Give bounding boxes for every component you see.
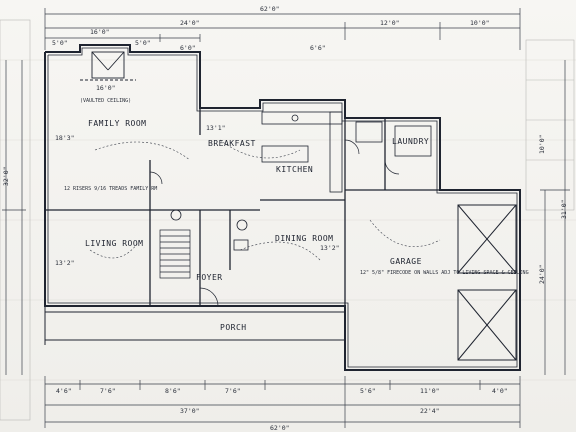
laundry-label: LAUNDRY	[392, 137, 429, 146]
dim-top-sub-4: 6'0"	[180, 44, 196, 52]
dim-bottom-garage: 22'4"	[420, 407, 440, 415]
garage-doors	[457, 204, 517, 361]
porch	[44, 306, 346, 345]
dim-top-sub-3: 5'0"	[135, 39, 151, 47]
dim-right-overall: 31'0"	[560, 199, 568, 219]
dim-breakfast-width: 13'1"	[206, 124, 226, 132]
exterior-walls-inner	[47, 47, 518, 368]
dim-left-overall: 32'0"	[2, 166, 10, 186]
left-dimension-lines	[2, 60, 26, 375]
background-sketch	[0, 19, 575, 421]
dim-right-garage: 24'0"	[538, 264, 546, 284]
stairs	[159, 229, 191, 279]
dim-bottom-sub-2: 7'6"	[100, 387, 116, 395]
dim-top-sub-1: 16'0"	[90, 28, 110, 36]
dim-bottom-sub-6: 11'0"	[420, 387, 440, 395]
dim-top-sub-2: 5'0"	[52, 39, 68, 47]
fireplace	[80, 51, 136, 81]
dim-right-sub: 10'0"	[538, 134, 546, 154]
living-room-label: LIVING ROOM	[85, 239, 143, 248]
exterior-walls	[44, 44, 521, 371]
dim-top-overall: 62'0"	[260, 5, 280, 13]
porch-label: PORCH	[220, 323, 247, 332]
dim-top-mid: 12'0"	[380, 19, 400, 27]
dim-top-right: 10'0"	[470, 19, 490, 27]
right-dimension-lines	[540, 60, 570, 375]
dim-bottom-sub-5: 5'6"	[360, 387, 376, 395]
dim-bottom-sub-4: 7'6"	[225, 387, 241, 395]
breakfast-label: BREAKFAST	[208, 139, 256, 148]
garage-label: GARAGE	[390, 257, 422, 266]
dim-top-left: 24'0"	[180, 19, 200, 27]
dim-top-sub-5: 6'6"	[310, 44, 326, 52]
dim-hearth: 16'0"	[96, 84, 116, 92]
dim-dining-depth: 13'2"	[320, 244, 340, 252]
dim-bottom-overall: 62'0"	[270, 424, 290, 432]
dim-family-depth: 18'3"	[55, 134, 75, 142]
dim-bottom-sub-1: 4'6"	[56, 387, 72, 395]
kitchen-label: KITCHEN	[276, 165, 313, 174]
bottom-dimension-lines	[44, 376, 521, 428]
dim-bottom-sub-3: 8'6"	[165, 387, 181, 395]
stairs-note: 12 RISERS 9/16 TREADS FAMILY RM	[64, 186, 157, 192]
paper-grid	[0, 59, 576, 381]
interior-walls	[45, 108, 440, 306]
powder-room	[170, 209, 249, 251]
top-dimension-lines	[44, 8, 521, 50]
dining-room-label: DINING ROOM	[275, 234, 333, 243]
dim-bottom-sub-7: 4'0"	[492, 387, 508, 395]
family-room-label: FAMILY ROOM	[88, 119, 146, 128]
door-swings	[149, 139, 400, 307]
foyer-label: FOYER	[196, 273, 223, 282]
garage-firecode-note: 12" 5/8" FIRECODE ON WALLS ADJ TO LIVING…	[360, 270, 529, 276]
dim-bottom-left: 37'0"	[180, 407, 200, 415]
kitchen-counters	[261, 111, 432, 193]
dim-living-depth: 13'2"	[55, 259, 75, 267]
vaulted-ceiling-note: (VAULTED CEILING)	[80, 98, 131, 104]
electrical-runs	[89, 139, 441, 261]
